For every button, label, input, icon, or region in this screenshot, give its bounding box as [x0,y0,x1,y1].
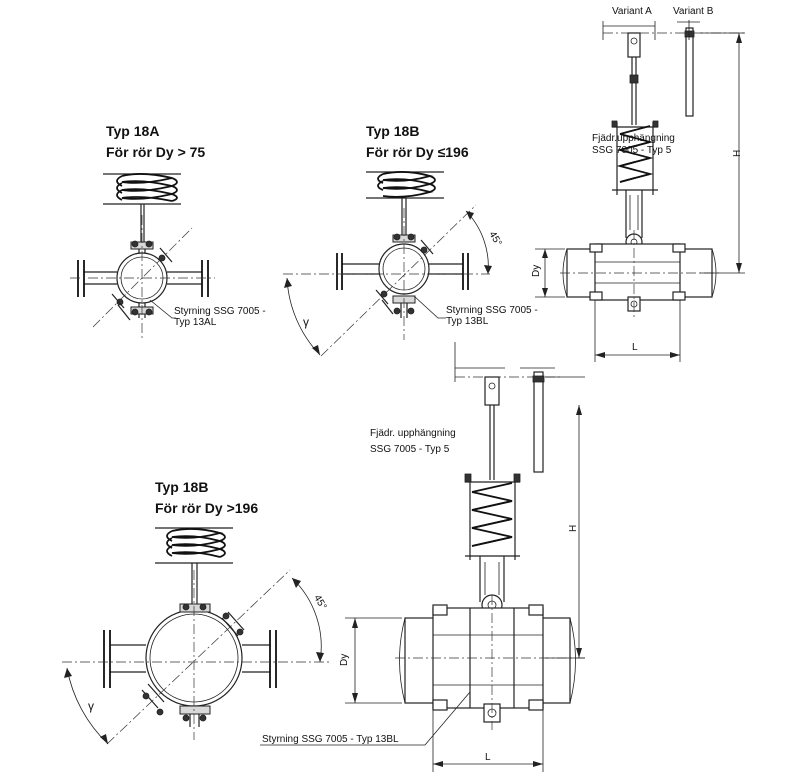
side-bottom-dy-label: Dy [339,654,350,666]
side-bottom-spring-label-1: Fjädr. upphängning [370,428,456,439]
typ18b-large-spring [155,527,233,564]
side-top-variant-b: Variant B [673,6,714,17]
side-top-spring [611,120,659,195]
variant-b-rod [685,27,694,117]
typ18b-small-guide-label-1: Styrning SSG 7005 - [446,305,538,316]
typ18a-title: Typ 18A [106,123,159,139]
typ18b-small-title: Typ 18B [366,123,419,139]
typ18b-large-title: Typ 18B [155,479,208,495]
side-bottom-spring-label-2: SSG 7005 - Typ 5 [370,444,450,455]
side-bottom-h-label: H [568,525,579,532]
typ18b-large-gamma: γ [88,699,94,713]
figure-side-view-bottom: Fjädr. upphängning SSG 7005 - Typ 5 [260,342,585,772]
variant-a-hook [627,32,641,58]
figure-side-view-top: Variant A Variant B [531,6,745,362]
side-bottom-guide-label: Styrning SSG 7005 - Typ 13BL [262,734,399,745]
side-bottom-l-label: L [485,752,491,763]
side-top-dy-label: Dy [531,265,542,277]
typ18b-small-angle: 45° [486,230,503,249]
typ18a-spring [103,173,181,205]
typ18b-large-subtitle: För rör Dy >196 [155,500,258,516]
side-top-spring-label-2: SSG 7005 - Typ 5 [592,145,672,156]
side-bottom-spring [464,473,521,560]
typ18a-guide-label-2: Typ 13AL [174,317,217,328]
typ18a-subtitle: För rör Dy > 75 [106,144,205,160]
side-top-h-label: H [732,150,743,157]
side-top-variant-a: Variant A [612,6,652,17]
typ18b-small-guide-label-2: Typ 13BL [446,316,489,327]
side-top-spring-label-1: Fjädr.upphängning [592,133,675,144]
typ18a-guide-label-1: Styrning SSG 7005 - [174,306,266,317]
figure-typ18a: Typ 18A För rör Dy > 75 [70,123,266,340]
side-top-l-label: L [632,342,638,353]
typ18b-small-spring [366,171,444,199]
figure-typ18b-large: Typ 18B För rör Dy >196 [62,479,330,745]
side-bottom-hook [484,376,500,406]
typ18b-small-subtitle: För rör Dy ≤196 [366,144,469,160]
typ18b-small-gamma: γ [303,315,309,329]
side-bottom-rod [533,371,544,473]
figure-typ18b-small: Typ 18B För rör Dy ≤196 [283,123,538,357]
